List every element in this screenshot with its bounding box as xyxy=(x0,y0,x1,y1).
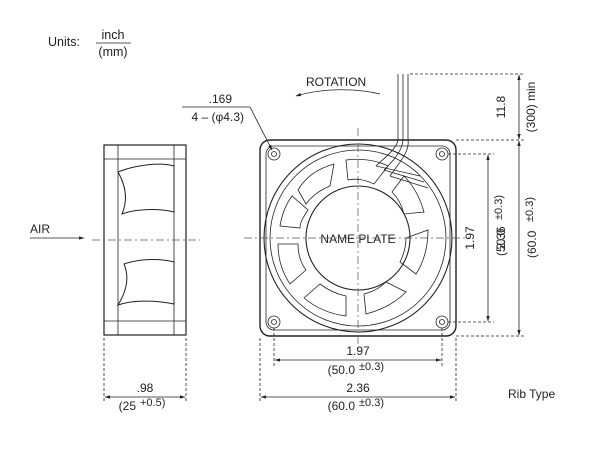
lead-length-dimension: 11.8 (300) min xyxy=(410,73,538,141)
frame-v-inch: 2.36 xyxy=(494,226,508,250)
mount-h-mm: (50.0 xyxy=(328,363,356,377)
depth-tolerance: +0.5) xyxy=(140,397,165,409)
mounting-holes xyxy=(267,147,449,329)
units-label: Units: xyxy=(48,35,80,49)
front-view: NAME PLATE xyxy=(244,74,470,350)
rotation-arrow xyxy=(295,89,381,97)
hole-leader-line xyxy=(249,106,273,151)
rotation-indicator: ROTATION xyxy=(295,75,381,97)
hole-mm: 4 – (φ4.3) xyxy=(192,110,244,124)
side-view-blade-lower xyxy=(116,259,175,306)
units-legend: Units: inch (mm) xyxy=(48,28,131,59)
rotation-label: ROTATION xyxy=(306,75,366,89)
depth-dimension: .98 (25 +0.5) xyxy=(103,338,187,413)
mount-v-mm: (50.0 xyxy=(494,228,508,256)
units-numerator: inch xyxy=(102,28,125,42)
mount-h-tolerance: ±0.3) xyxy=(359,361,384,373)
lead-wires xyxy=(375,74,429,189)
frame-vertical-dimension: 2.36 (60.0 ±0.3) xyxy=(456,140,539,337)
frame-h-mm: (60.0 xyxy=(328,399,356,413)
hole-inch: .169 xyxy=(209,92,233,106)
mount-v-inch: 1.97 xyxy=(463,226,477,250)
frame-horizontal-dimension: 2.36 (60.0 ±0.3) xyxy=(259,338,457,413)
depth-mm: (25 xyxy=(119,399,137,413)
mounting-hole-top-left xyxy=(267,147,281,161)
lead-inch: 11.8 xyxy=(494,95,508,118)
side-view-blade-upper xyxy=(117,163,175,215)
units-denominator: (mm) xyxy=(98,45,127,59)
mount-h-inch: 1.97 xyxy=(346,344,370,358)
lead-mm: (300) min xyxy=(524,82,538,133)
mounting-hole-bottom-left xyxy=(267,315,281,329)
mounting-hole-top-right xyxy=(435,147,449,161)
mount-v-tolerance: ±0.3) xyxy=(493,195,505,220)
side-view xyxy=(92,144,200,336)
hole-callout: .169 4 – (φ4.3) xyxy=(182,92,273,151)
frame-v-tolerance: ±0.3) xyxy=(524,197,536,222)
depth-inch: .98 xyxy=(137,381,154,395)
frame-h-tolerance: ±0.3) xyxy=(359,397,384,409)
mounting-hole-bottom-right xyxy=(435,315,449,329)
nameplate-label: NAME PLATE xyxy=(320,232,395,246)
frame-h-inch: 2.36 xyxy=(346,381,370,395)
mount-horizontal-dimension: 1.97 (50.0 ±0.3) xyxy=(273,328,443,377)
mount-vertical-dimension: 1.97 (50.0 ±0.3) xyxy=(448,153,508,323)
frame-v-mm: (60.0 xyxy=(525,230,539,258)
air-flow-indicator: AIR xyxy=(30,222,85,240)
air-label: AIR xyxy=(30,222,50,236)
rib-type-caption: Rib Type xyxy=(508,387,555,401)
